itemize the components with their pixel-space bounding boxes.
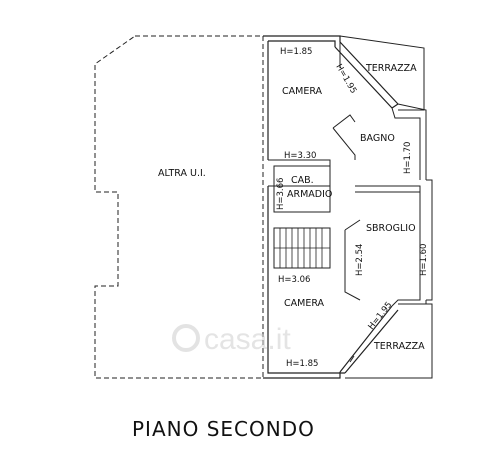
height-cab-armadio-side: H=3.66 xyxy=(276,178,286,210)
plan-title: PIANO SECONDO xyxy=(132,417,315,441)
inner-wall xyxy=(267,40,345,374)
room-bagno: BAGNO xyxy=(360,133,395,144)
right-step xyxy=(426,179,433,301)
room-camera-bottom: CAMERA xyxy=(284,298,325,309)
room-terrazza-top: TERRAZZA xyxy=(365,63,417,74)
room-cab-armadio-line2: ARMADIO xyxy=(287,189,332,200)
height-cab-armadio-top: H=3.30 xyxy=(284,151,316,161)
cab-armadio-box xyxy=(273,165,331,213)
lower-walls xyxy=(391,192,427,307)
room-camera-top: CAMERA xyxy=(282,86,323,97)
watermark: casa.it xyxy=(172,323,291,356)
height-camera-top: H=1.85 xyxy=(280,47,312,57)
height-terrazza-bottom: H=1.95 xyxy=(366,300,394,332)
diag-wall-bottom xyxy=(339,305,399,374)
room-altra-ui: ALTRA U.I. xyxy=(158,168,206,179)
height-sbroglio-left: H=2.54 xyxy=(355,244,365,276)
room-terrazza-bottom: TERRAZZA xyxy=(373,341,425,352)
sbroglio-walls xyxy=(344,219,361,301)
terrazza-bottom-outline xyxy=(345,303,433,379)
room-cab-armadio-line1: CAB. xyxy=(291,175,314,186)
bagno-walls xyxy=(391,103,427,180)
stair-steps xyxy=(274,228,330,268)
bagno-door xyxy=(332,114,356,160)
terrazza-bottom-rail xyxy=(349,355,355,363)
room-sbroglio: SBROGLIO xyxy=(366,223,416,234)
altra-ui-outline xyxy=(94,35,264,379)
height-stair: H=3.06 xyxy=(278,275,310,285)
height-sbroglio-right: H=1.60 xyxy=(419,244,429,276)
diag-wall-top xyxy=(334,41,399,109)
height-camera-bottom: H=1.85 xyxy=(286,359,318,369)
height-bagno: H=1.70 xyxy=(403,142,413,174)
watermark-text: casa.it xyxy=(204,323,291,356)
